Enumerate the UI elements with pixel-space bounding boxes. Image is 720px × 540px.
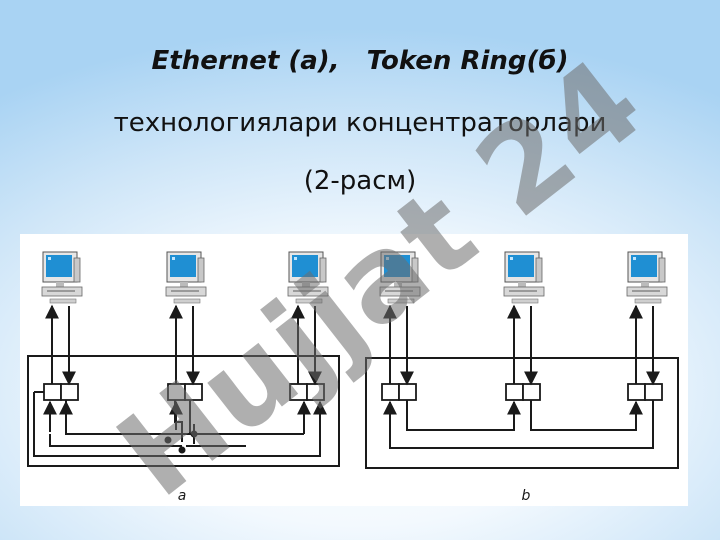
port-pair: [289, 383, 325, 401]
computer-monitor-icon: [626, 251, 668, 304]
hub-a-box: [27, 355, 340, 467]
title-line-3: (2-расм): [303, 166, 417, 196]
junction-dot: [164, 436, 172, 444]
hub-diagram-svg: a b: [27, 251, 679, 504]
port-pair: [627, 383, 663, 401]
junction-dot: [178, 446, 186, 454]
port-pair: [167, 383, 203, 401]
label-b: b: [522, 488, 531, 504]
links-b: [383, 304, 660, 449]
title-line-2: технологиялари концентраторлари: [113, 108, 607, 138]
hub-b-box: [365, 357, 679, 469]
label-a: a: [178, 488, 187, 504]
computer-monitor-icon: [165, 251, 207, 304]
title-line-1: Ethernet (a), Token Ring(б): [151, 46, 569, 76]
junction-dot: [190, 430, 198, 438]
hub-diagram: a b: [20, 234, 688, 506]
links-a: [33, 304, 327, 457]
computer-monitor-icon: [41, 251, 83, 304]
port-pair: [505, 383, 541, 401]
port-pair: [381, 383, 417, 401]
port-pair: [43, 383, 79, 401]
